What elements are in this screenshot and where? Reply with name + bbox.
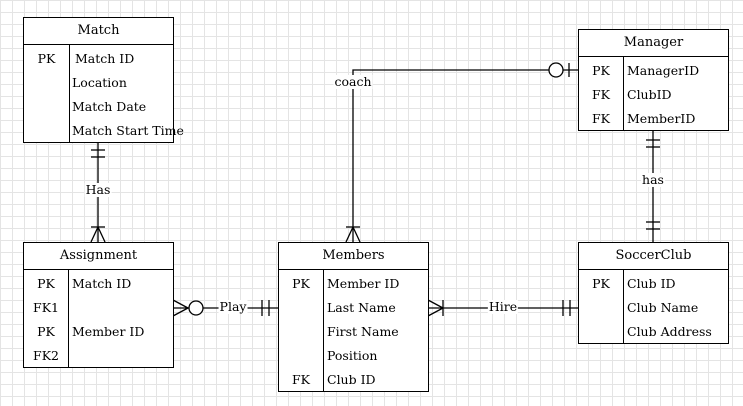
soccerclub-entity[interactable]: SoccerClub PK Club ID Club Name Club Addr… [578,242,729,344]
attribute-label: Position [327,348,378,363]
attribute-label: MemberID [627,111,696,126]
attribute-label: Match Start Time [72,123,184,138]
play-label: Play [218,299,248,314]
key-label: PK [37,324,55,339]
key-label: PK [37,51,56,66]
entity-row: FK1 [24,296,173,320]
entity-title: Assignment [24,243,173,270]
key-label: FK [591,111,610,126]
key-label: FK [591,87,610,102]
entity-row: Club Name [579,296,728,320]
entity-row: FK MemberID [579,107,728,131]
attribute-label: Club Name [627,300,699,315]
key-label: FK2 [33,348,59,363]
entity-row: FK Club ID [279,368,428,392]
entity-row: PK Match ID [24,272,173,296]
attribute-label: ClubID [627,87,672,102]
coach-label: coach [333,74,373,89]
has-label: Has [84,182,112,197]
key-label: PK [592,63,610,78]
entity-row: First Name [279,320,428,344]
assignment-entity[interactable]: Assignment PK Match ID FK1 PK Member ID FK… [23,242,174,368]
entity-title: SoccerClub [579,243,728,270]
attribute-label: Club Address [627,324,712,339]
attribute-label: Club ID [627,276,676,291]
entity-row: Match Date [24,95,173,119]
entity-row: FK ClubID [579,83,728,107]
entity-row: Match Start Time [24,119,184,143]
entity-row: PK Member ID [24,320,173,344]
entity-title: Members [279,243,428,270]
attribute-label: Match Date [72,99,147,114]
entity-title: Match [24,18,173,45]
attribute-label: ManagerID [627,63,700,78]
entity-row: Position [279,344,428,368]
key-label: FK [291,372,310,387]
manager-entity[interactable]: Manager PK ManagerID FK ClubID FK MemberID [578,29,729,131]
attribute-label: Member ID [327,276,400,291]
entity-row: Location [24,71,173,95]
entity-title: Manager [579,30,728,57]
key-label: PK [37,276,55,291]
entity-row: Club Address [579,320,728,344]
entity-row: PK Club ID [579,272,728,296]
entity-row: PK Member ID [279,272,428,296]
match-entity[interactable]: Match PK Match ID Location Match Date Mat… [23,17,184,143]
attribute-label: Match ID [72,276,132,291]
entity-row: PK Match ID [24,47,173,71]
entity-row: FK2 [24,344,173,368]
members-entity[interactable]: Members PK Member ID Last Name First Name… [278,242,429,392]
key-label: FK1 [33,300,59,315]
coach-connector[interactable] [345,62,578,243]
attribute-label: First Name [327,324,399,339]
attribute-label: Last Name [327,300,396,315]
attribute-label: Match ID [75,51,135,66]
attribute-label: Location [72,75,127,90]
hire-label: Hire [487,299,519,314]
attribute-label: Member ID [72,324,145,339]
key-label: PK [592,276,610,291]
has-club-label: has [641,172,665,187]
key-label: PK [292,276,310,291]
entity-row: Last Name [279,296,428,320]
entity-row: PK ManagerID [579,59,728,83]
attribute-label: Club ID [327,372,376,387]
